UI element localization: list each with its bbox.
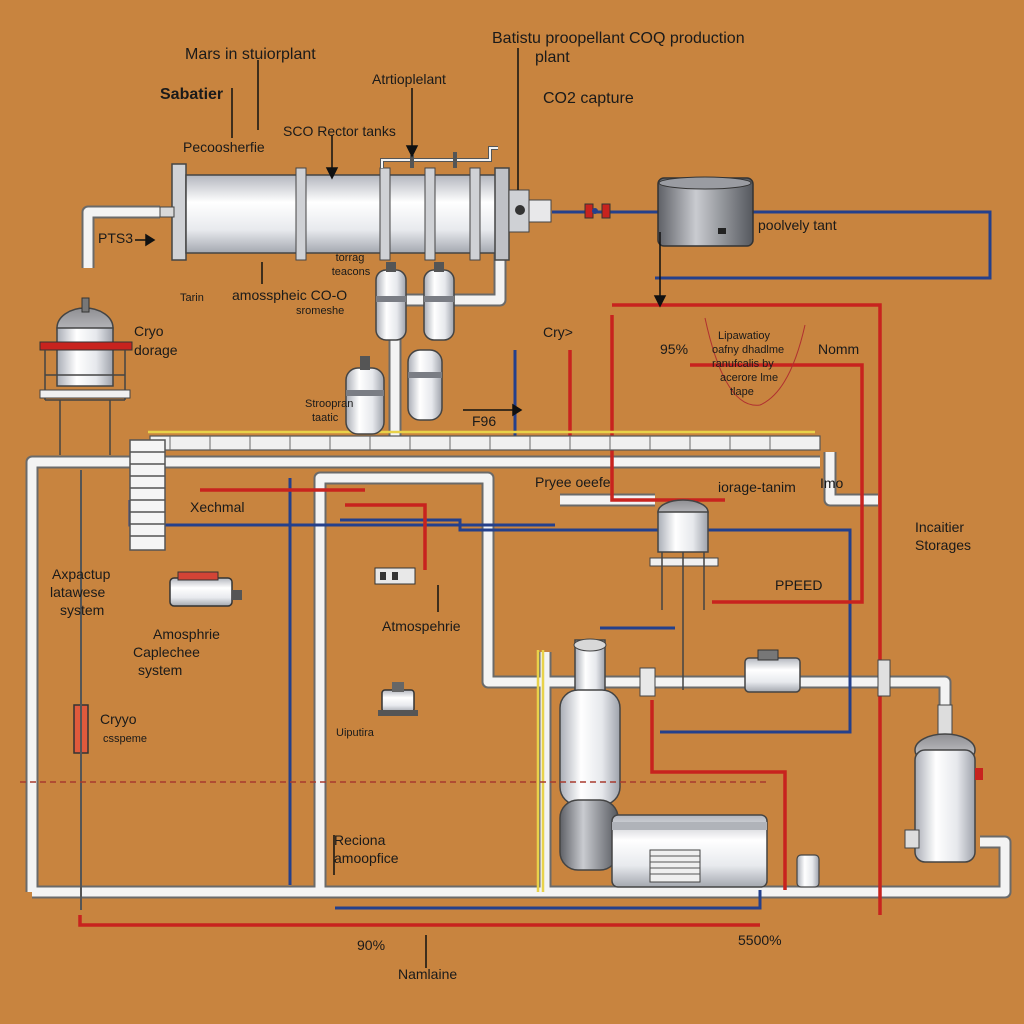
label-iorage-tanim: iorage-tanim [718,479,796,495]
label-axpactup-3: system [60,602,105,618]
label-incaitier-2: Storages [915,537,972,553]
label-cry: Cry> [543,324,573,340]
label-co2-capture: CO2 capture [543,90,634,107]
insulated-storage-tank-icon [904,704,983,863]
heat-exchanger-icon [611,814,768,888]
label-axpactup-1: Axpactup [52,566,111,582]
label-poolvely-tant: poolvely tant [758,217,837,233]
label-pryee-oeefe: Pryee oeefe [535,474,611,490]
label-atmospehrie: Atmospehrie [382,618,461,634]
separator-icon [649,499,719,690]
label-ppeed: PPEED [775,577,823,593]
label-amosspheic-2: sromeshe [296,305,345,317]
label-cryo-storage-2: dorage [134,342,178,358]
label-tarin: Tarin [180,292,204,304]
label-imo: Imo [820,475,844,491]
label-amospheric-cap-1: Amosphrie [153,626,220,642]
label-cryo-storage-1: Cryo [134,323,164,339]
label-note-1: Lipawatioy [718,330,770,342]
label-axpactup-2: latawese [50,584,106,600]
label-f96: F96 [472,413,497,429]
label-cryyo-1: Cryyo [100,711,137,727]
sabatier-reactor-icon [159,146,552,261]
label-pct-5500: 5500% [738,932,782,948]
valve-icon [584,203,611,219]
pump-icon [169,571,418,716]
label-torrag-2: teacons [331,266,371,278]
annotation-curve [704,317,806,406]
white-pipes [25,205,1012,899]
label-pct-95: 95% [660,341,689,357]
label-sabatier: Sabatier [160,86,224,103]
yellow-pipes [148,430,815,892]
label-uiputira: Uiputira [336,727,374,739]
cryo-storage-tank-icon [39,297,133,455]
gauge-icon [73,470,89,910]
label-amosspheic-1: amosspheic CO-O [232,287,348,303]
label-sco-rector-tanks: SCO Rector tanks [283,123,396,139]
label-pct-90: 90% [357,937,386,953]
label-namlaine: Namlaine [398,966,458,982]
compressor-icon [639,649,891,697]
label-top-title-1: Batistu proopellant COQ production [492,30,745,47]
junction-box-icon [374,567,416,585]
label-nomm: Nomm [818,341,860,357]
label-torrag-1: torrag [335,252,365,264]
label-amospheric-cap-3: system [138,662,183,678]
label-note-5: tlape [730,386,754,398]
ladder [129,439,166,551]
label-reciona-2: amoopfice [334,850,399,866]
red-pipes [78,303,882,927]
label-pts3: PTS3 [98,230,134,246]
label-cryyo-2: csspeme [103,733,148,745]
co2-capture-tank-icon [657,176,754,247]
walkway [149,435,821,451]
label-atriopellant: Atrtioplelant [372,71,446,87]
label-note-2: oafny dhadlme [712,344,785,356]
label-mars-plant: Mars in stuiorplant [185,46,316,63]
label-stroopran-1: Stroopran [305,398,354,410]
label-note-3: ranufcalis by [712,358,774,370]
label-reciona-1: Reciona [334,832,386,848]
label-stroopran-2: taatic [312,412,339,424]
label-incaitier-1: Incaitier [915,519,965,535]
large-column-tank-icon [559,638,621,871]
canister-icon [796,854,820,888]
storage-tank-icon [345,262,455,435]
arrow-icon [135,48,667,968]
label-pecoosherfie: Pecoosherfie [183,139,265,155]
label-amospheric-cap-2: Caplechee [133,644,200,660]
label-note-4: acerore lme [720,372,779,384]
label-top-title-2: plant [535,49,570,66]
label-xechmal: Xechmal [190,499,245,515]
